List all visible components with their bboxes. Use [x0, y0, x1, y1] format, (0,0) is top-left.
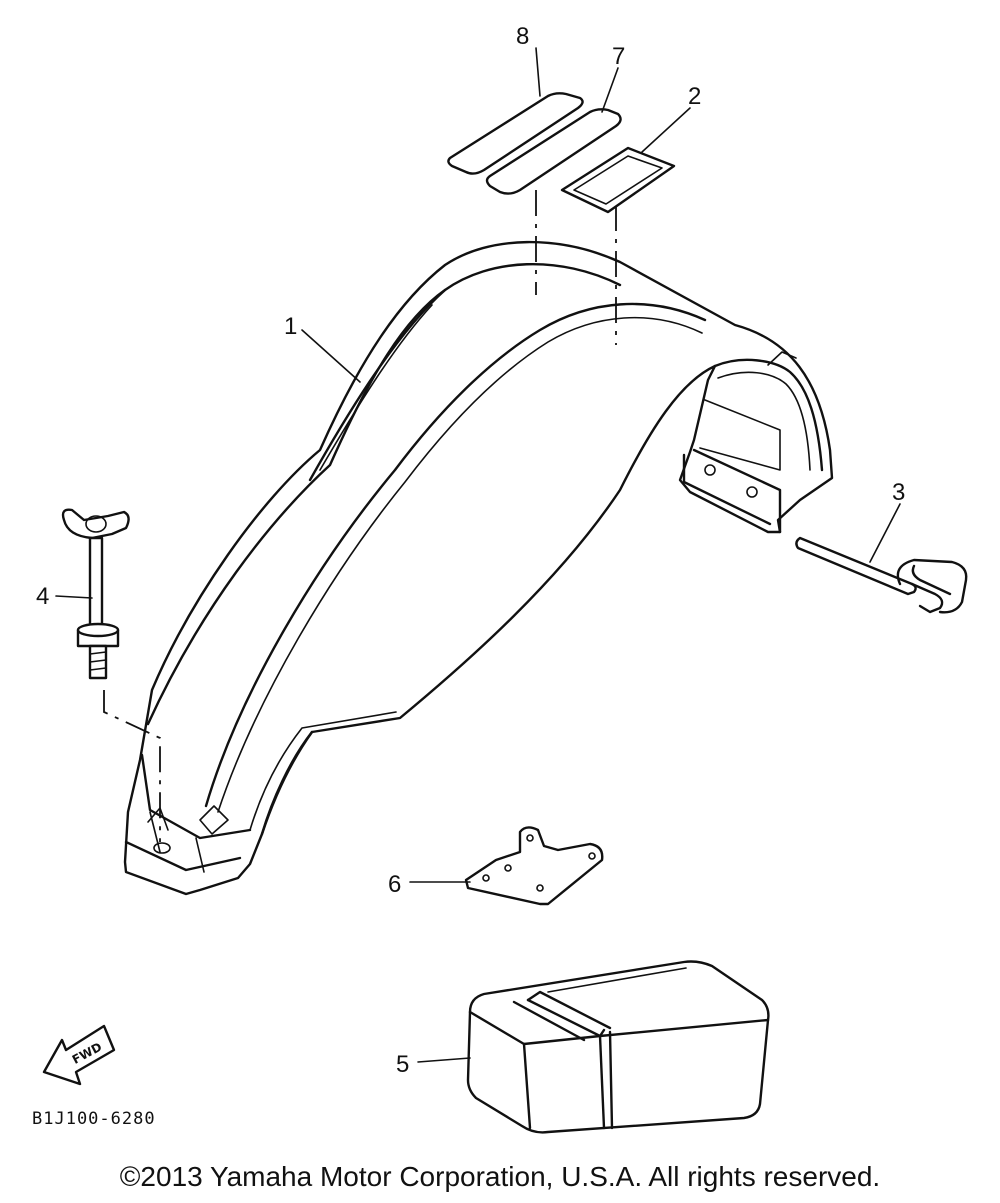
- callout-2: 2: [688, 83, 701, 110]
- part-8-decal: [447, 92, 584, 175]
- copyright-notice: ©2013 Yamaha Motor Corporation, U.S.A. A…: [120, 1161, 880, 1192]
- callout-1: 1: [284, 313, 297, 340]
- callout-8: 8: [516, 23, 529, 50]
- drawing-code: B1J100-6280: [32, 1109, 156, 1129]
- fwd-arrow-icon: FWD: [42, 1024, 116, 1086]
- assembly-lines: [103, 190, 617, 842]
- leader-lines: [55, 47, 901, 1063]
- callout-7: 7: [612, 43, 625, 70]
- part-6-bracket-plate: [464, 826, 604, 906]
- part-7-decal: [485, 108, 622, 195]
- callout-4: 4: [36, 583, 49, 610]
- part-1-hood-cover: [123, 240, 834, 896]
- callouts: 8 7 2 1 3 4 6 5: [36, 23, 905, 1078]
- part-4-wing-bolt: [61, 508, 130, 680]
- callout-5: 5: [396, 1051, 409, 1078]
- part-5-cover: [466, 960, 770, 1134]
- callout-3: 3: [892, 479, 905, 506]
- callout-6: 6: [388, 871, 401, 898]
- part-3-hook-rod: [795, 536, 968, 614]
- part-2-label: [560, 146, 676, 214]
